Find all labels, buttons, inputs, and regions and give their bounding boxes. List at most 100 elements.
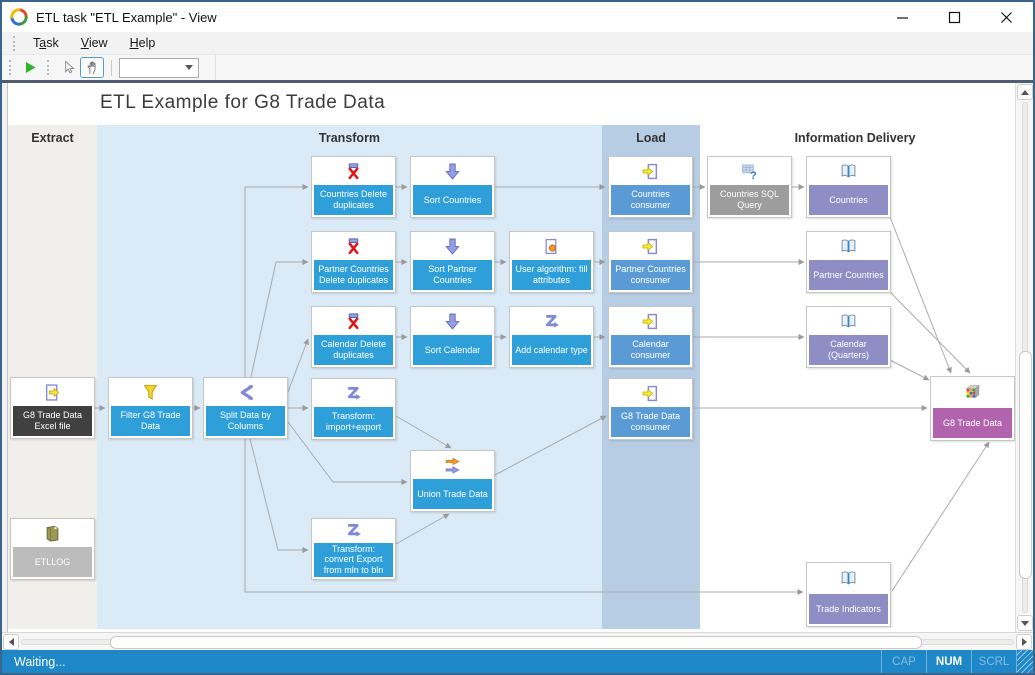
node-g8-trade-data-excel-file[interactable]: G8 Trade Data Excel file xyxy=(10,377,95,439)
node-label: Transform: import+export xyxy=(314,407,393,437)
transform-icon xyxy=(345,385,362,402)
right-arrow-icon xyxy=(1021,637,1027,646)
node-union-trade-data[interactable]: Union Trade Data xyxy=(410,450,495,512)
chevron-down-icon xyxy=(185,65,193,70)
consumer-icon xyxy=(642,313,659,330)
node-countries-delete-duplicates[interactable]: Countries Delete duplicates xyxy=(311,156,396,218)
node-label: Calendar consumer xyxy=(611,335,690,365)
node-label: ETLLOG xyxy=(13,547,92,577)
book-icon xyxy=(840,313,857,330)
node-label: Trade Indicators xyxy=(809,594,888,624)
select-tool-button[interactable] xyxy=(56,57,80,78)
consumer-icon xyxy=(642,163,659,180)
menu-grip xyxy=(13,35,17,51)
maximize-button[interactable] xyxy=(943,6,965,28)
column-header-extract: Extract xyxy=(31,131,74,145)
menu-task[interactable]: Task xyxy=(33,36,59,50)
pan-tool-button[interactable] xyxy=(80,57,104,78)
hand-icon xyxy=(87,61,95,75)
node-label: User algorithm: fill attributes xyxy=(512,260,591,290)
vertical-scroll-thumb[interactable] xyxy=(1018,351,1032,579)
node-sort-countries[interactable]: Sort Countries xyxy=(410,156,495,218)
book-icon xyxy=(840,238,857,255)
node-g8-trade-data-consumer[interactable]: G8 Trade Data consumer xyxy=(608,378,693,440)
close-icon xyxy=(1000,11,1012,23)
node-label: Partner Countries Delete duplicates xyxy=(314,260,393,290)
left-arrow-icon xyxy=(8,637,14,646)
log-icon xyxy=(44,525,61,542)
run-icon xyxy=(25,62,35,73)
scroll-lock-indicator: SCRL xyxy=(978,655,1010,668)
column-header-load: Load xyxy=(636,131,666,145)
node-label: Calendar (Quarters) xyxy=(809,335,888,365)
split-icon xyxy=(237,384,254,401)
maximize-icon xyxy=(948,11,960,23)
node-label: G8 Trade Data consumer xyxy=(611,407,690,437)
node-label: Transform: convert Export from mln to bl… xyxy=(314,542,393,577)
etl-diagram-canvas[interactable]: ETL Example for G8 Trade Data Extract Tr… xyxy=(8,83,1015,632)
node-partner-countries-consumer[interactable]: Partner Countries consumer xyxy=(608,231,693,293)
toolbar-grip xyxy=(9,60,13,75)
node-trade-indicators-report[interactable]: Trade Indicators xyxy=(806,562,891,627)
node-transform-convert-export[interactable]: Transform: convert Export from mln to bl… xyxy=(311,518,396,580)
node-split-data-by-columns[interactable]: Split Data by Columns xyxy=(203,377,288,439)
node-label: Sort Partner Countries xyxy=(413,260,492,290)
node-label: Countries xyxy=(809,185,888,215)
node-countries-sql-query[interactable]: Countries SQL Query xyxy=(707,156,792,218)
node-sort-calendar[interactable]: Sort Calendar xyxy=(410,306,495,368)
scroll-down-button[interactable] xyxy=(1016,615,1033,631)
menu-help[interactable]: Help xyxy=(129,36,156,50)
node-calendar-delete-duplicates[interactable]: Calendar Delete duplicates xyxy=(311,306,396,368)
sort-icon xyxy=(444,238,461,255)
scroll-left-button[interactable] xyxy=(3,633,19,650)
node-label: Countries consumer xyxy=(611,185,690,215)
node-label: Calendar Delete duplicates xyxy=(314,335,393,365)
node-label: Sort Countries xyxy=(413,185,492,215)
node-add-calendar-type[interactable]: Add calendar type xyxy=(509,306,594,368)
up-arrow-icon xyxy=(1020,89,1029,95)
book-icon xyxy=(840,163,857,180)
node-label: Filter G8 Trade Data xyxy=(111,406,190,436)
node-sort-partner-countries[interactable]: Sort Partner Countries xyxy=(410,231,495,293)
node-partner-countries-delete-duplicates[interactable]: Partner Countries Delete duplicates xyxy=(311,231,396,293)
down-arrow-icon xyxy=(1020,620,1029,626)
app-icon xyxy=(10,8,28,26)
minimize-button[interactable] xyxy=(891,6,913,28)
num-lock-indicator: NUM xyxy=(935,655,963,668)
vertical-scrollbar[interactable] xyxy=(1015,83,1033,632)
sort-icon xyxy=(444,313,461,330)
resize-grip[interactable] xyxy=(1017,650,1033,673)
status-bar: Waiting... CAP NUM SCRL xyxy=(2,650,1033,673)
minimize-icon xyxy=(896,16,908,19)
column-header-information-delivery: Information Delivery xyxy=(794,131,916,145)
scroll-up-button[interactable] xyxy=(1016,84,1033,100)
sort-icon xyxy=(444,163,461,180)
scroll-right-button[interactable] xyxy=(1016,633,1032,650)
node-calendar-quarters-report[interactable]: Calendar (Quarters) xyxy=(806,306,891,368)
node-filter-g8-trade-data[interactable]: Filter G8 Trade Data xyxy=(108,377,193,439)
horizontal-scroll-thumb[interactable] xyxy=(110,635,922,649)
title-bar[interactable]: ETL task "ETL Example" - View xyxy=(2,2,1033,32)
book-icon xyxy=(840,570,857,587)
user-algorithm-icon xyxy=(545,238,557,254)
node-transform-import-export[interactable]: Transform: import+export xyxy=(311,378,396,440)
node-user-algorithm-fill-attributes[interactable]: User algorithm: fill attributes xyxy=(509,231,594,293)
cursor-icon xyxy=(64,60,75,74)
sql-query-icon xyxy=(741,163,758,180)
menu-view[interactable]: View xyxy=(80,36,108,50)
close-button[interactable] xyxy=(995,6,1017,28)
horizontal-scrollbar[interactable] xyxy=(2,632,1033,650)
consumer-icon xyxy=(642,238,659,255)
cube-icon xyxy=(964,384,981,401)
node-etllog[interactable]: ETLLOG xyxy=(10,518,95,580)
zoom-combobox[interactable] xyxy=(119,57,199,78)
node-partner-countries-report[interactable]: Partner Countries xyxy=(806,231,891,293)
node-countries-report[interactable]: Countries xyxy=(806,156,891,218)
node-label: G8 Trade Data Excel file xyxy=(13,406,92,436)
delete-duplicates-icon xyxy=(345,163,362,180)
node-calendar-consumer[interactable]: Calendar consumer xyxy=(608,306,693,368)
node-g8-trade-data-cube[interactable]: G8 Trade Data xyxy=(930,376,1015,441)
node-countries-consumer[interactable]: Countries consumer xyxy=(608,156,693,218)
run-task-button[interactable] xyxy=(18,57,42,78)
